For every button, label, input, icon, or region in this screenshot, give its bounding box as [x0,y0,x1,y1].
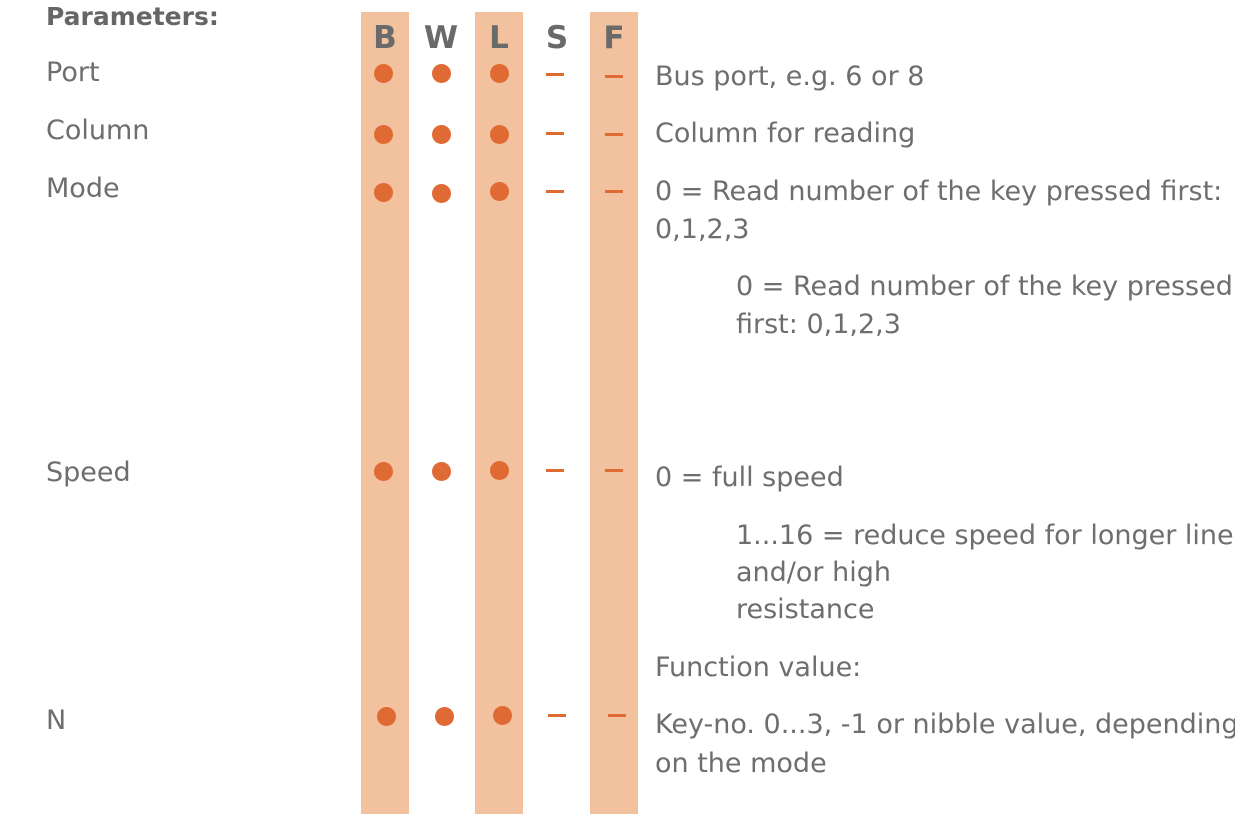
column-header-l: L [489,20,509,56]
marker-dot [493,706,512,725]
param-speed-indented-line1: 1...16 = reduce speed for longer line [736,520,1234,551]
param-port-label: Port [46,57,100,88]
param-speed-desc: 0 = full speed [655,462,844,493]
marker-dot [432,64,451,83]
marker-dash [546,190,564,193]
marker-dot [435,707,454,726]
param-n-desc-line1: Key-no. 0...3, -1 or nibble value, depen… [655,709,1235,740]
column-band-f [590,12,638,814]
marker-dash [546,132,564,135]
marker-dot [374,462,393,481]
param-speed-label: Speed [46,457,131,488]
marker-dot [490,125,509,144]
marker-dash [605,133,623,136]
param-n-label: N [46,705,67,736]
marker-dash [546,73,564,76]
param-mode-desc-line2: 0,1,2,3 [655,214,750,245]
marker-dot [490,182,509,201]
param-mode-label: Mode [46,173,120,204]
parameters-heading: Parameters: [46,2,219,31]
column-band-l [475,12,523,814]
column-header-f: F [603,20,625,56]
column-header-w: W [423,20,459,56]
marker-dash [605,75,623,78]
marker-dot [374,183,393,202]
column-header-b: B [373,20,397,56]
param-column-label: Column [46,115,150,146]
param-port-desc: Bus port, e.g. 6 or 8 [655,61,925,92]
param-speed-indented-line2: and/or high [736,557,891,588]
marker-dot [432,462,451,481]
marker-dash [605,190,623,193]
column-band-b [361,12,409,814]
marker-dot [377,707,396,726]
marker-dot [432,125,451,144]
param-n-desc-line2: on the mode [655,748,827,779]
marker-dot [490,461,509,480]
column-header-s: S [545,20,569,56]
marker-dot [432,184,451,203]
marker-dash [546,469,564,472]
function-value-label: Function value: [655,652,862,683]
param-mode-indented-line2: first: 0,1,2,3 [736,309,901,340]
param-speed-indented-line3: resistance [736,594,875,625]
marker-dot [374,125,393,144]
param-mode-indented-line1: 0 = Read number of the key pressed [736,271,1233,302]
marker-dash [605,469,623,472]
marker-dot [490,64,509,83]
param-mode-desc-line1: 0 = Read number of the key pressed first… [655,176,1223,207]
param-column-desc: Column for reading [655,118,916,149]
marker-dot [374,64,393,83]
marker-dash [608,714,626,717]
marker-dash [548,714,566,717]
